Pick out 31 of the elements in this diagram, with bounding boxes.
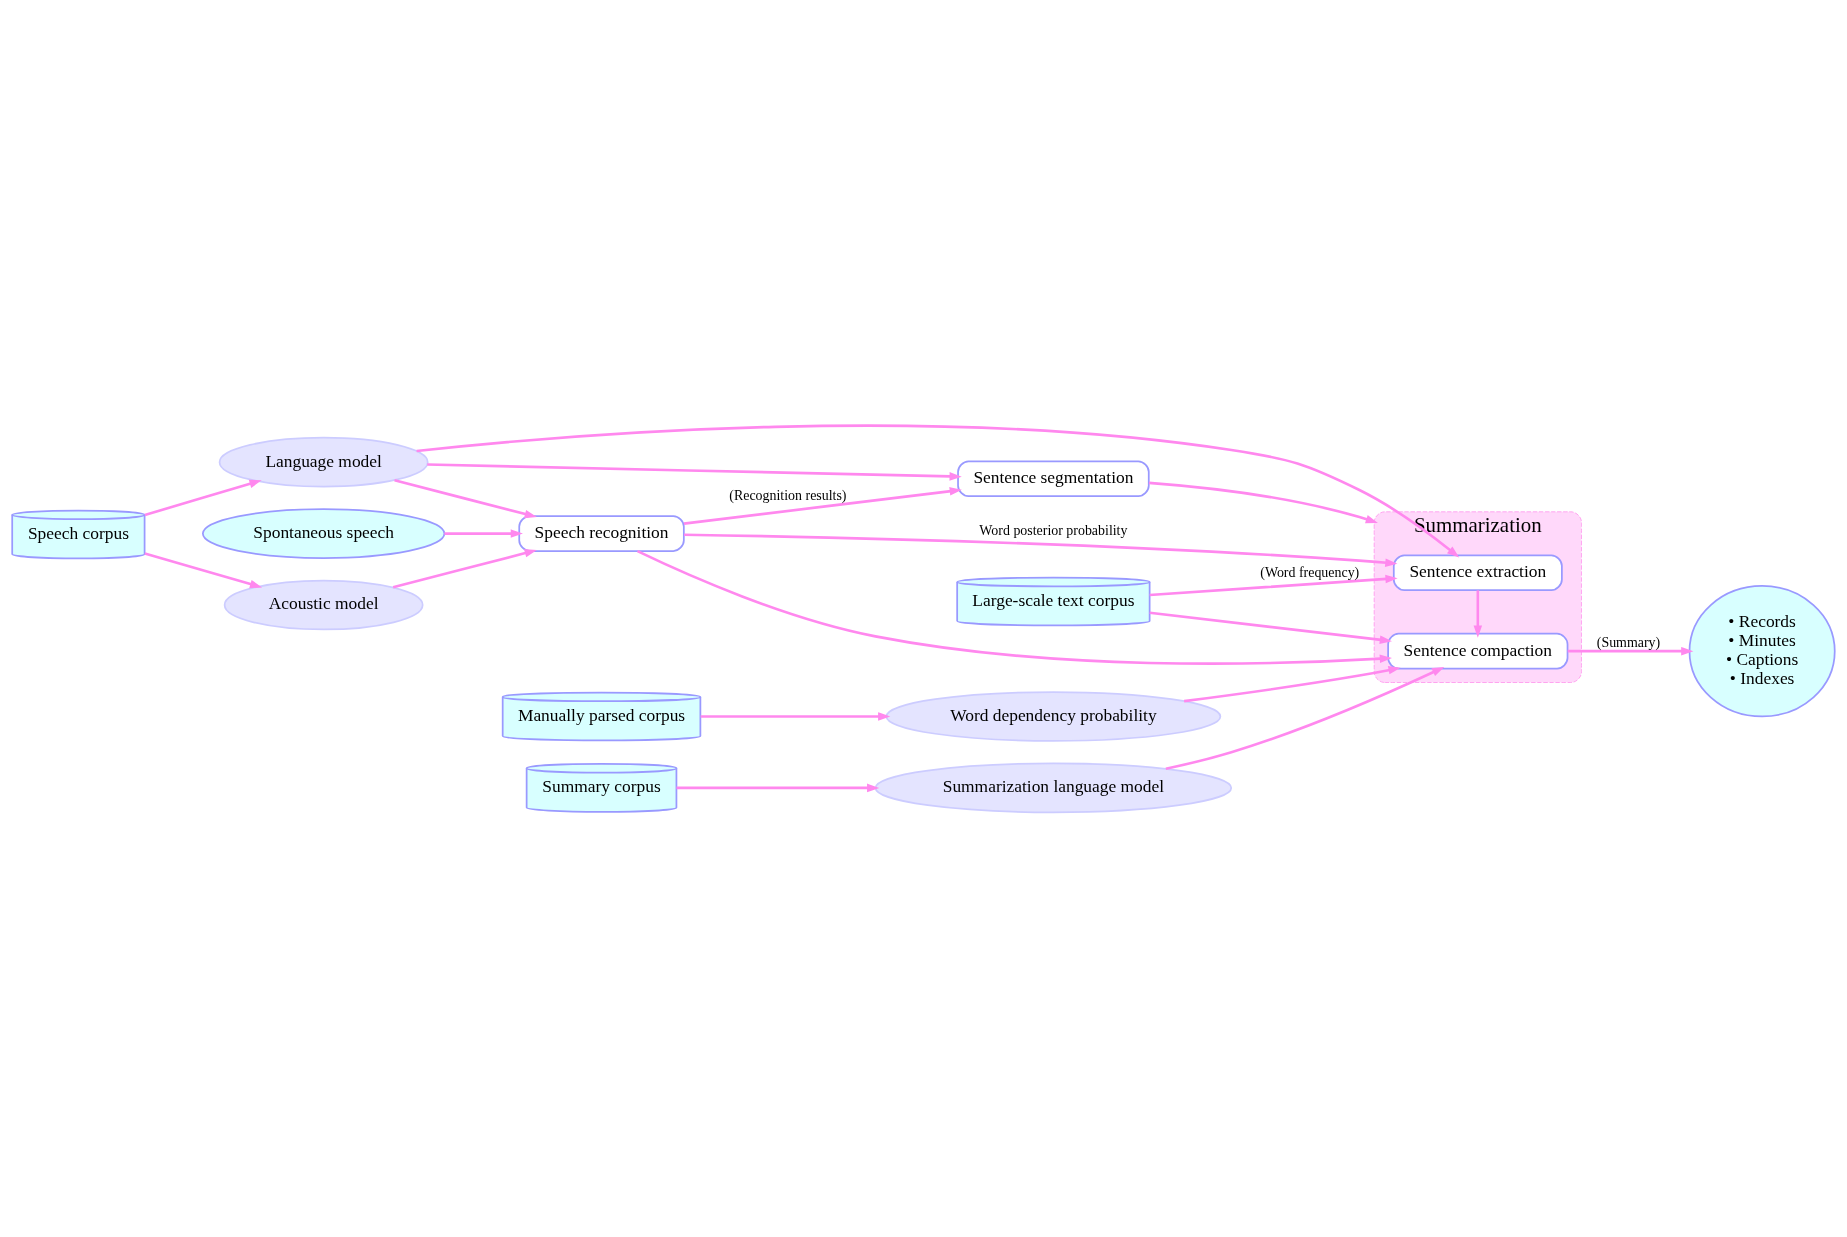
edge-label: (Summary) <box>1596 634 1661 650</box>
node-box: Sentence segmentation <box>957 459 1150 497</box>
arrow <box>392 548 537 588</box>
arrow <box>636 549 1392 665</box>
arrow <box>683 532 1398 567</box>
node-ellipse: Word dependency probability <box>885 690 1222 742</box>
node-ellipse: Summarization language model <box>874 762 1233 813</box>
node-box: Sentence compaction <box>1387 632 1569 669</box>
arrow <box>1183 665 1401 702</box>
arrow <box>1149 610 1392 644</box>
edge-label: (Recognition results) <box>729 487 847 503</box>
node-box: Speech recognition <box>518 514 685 552</box>
arrow <box>444 528 523 538</box>
edge-label: (Word frequency) <box>1260 564 1360 580</box>
arrow <box>427 462 962 481</box>
arrow <box>700 711 891 721</box>
arrow <box>683 486 962 525</box>
node-ellipse: • Records • Minutes • Captions • Indexes <box>1688 584 1836 717</box>
arrow <box>416 423 1460 558</box>
arrow <box>144 479 262 516</box>
arrow <box>1148 481 1378 523</box>
arrow <box>394 478 537 518</box>
node-box: Sentence extraction <box>1392 554 1563 591</box>
arrow <box>1149 574 1398 596</box>
node-ellipse: Spontaneous speech <box>202 507 446 559</box>
arrow <box>144 551 263 588</box>
arrow <box>1165 666 1445 770</box>
arrow <box>1473 589 1483 638</box>
arrow <box>676 783 880 792</box>
edge-label: Word posterior probability <box>979 522 1128 538</box>
arrow <box>1567 646 1694 655</box>
